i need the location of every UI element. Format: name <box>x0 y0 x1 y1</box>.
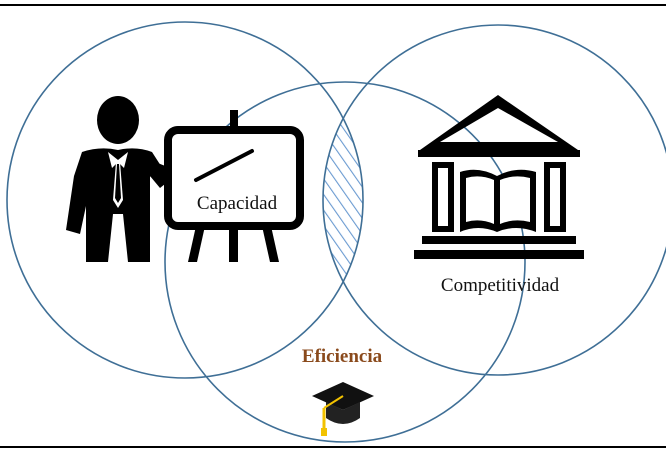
top-rule <box>0 4 666 6</box>
bottom-rule <box>0 446 666 448</box>
capacidad-circle <box>6 21 364 379</box>
bank-book-building-icon <box>414 95 584 259</box>
competitividad-circle <box>322 24 666 376</box>
graduation-cap-icon <box>312 382 374 436</box>
competitividad-label: Competitividad <box>441 275 560 296</box>
capacidad-label: Capacidad <box>197 193 278 214</box>
eficiencia-circle <box>164 81 526 443</box>
easel-board-icon <box>164 110 304 262</box>
eficiencia-label: Eficiencia <box>302 346 383 367</box>
